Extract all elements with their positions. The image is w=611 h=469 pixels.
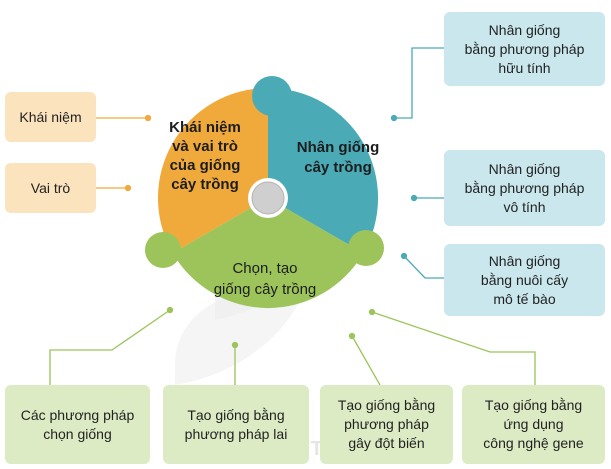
- segment-label-orange: Khái niệm và vai trò của giống cây trồng: [169, 119, 241, 193]
- box-nhan-giong-vo-tinh: Nhân giống bằng phương pháp vô tính: [444, 150, 605, 226]
- watermark-leaf-shape: [175, 292, 300, 385]
- puzzle-tab-green: [348, 230, 384, 266]
- segment-green: [172, 198, 364, 309]
- box-tao-giong-lai: Tạo giống bằng phương pháp lai: [163, 385, 309, 464]
- box-tao-giong-cong-nghe-gene: Tạo giống bằng ứng dụng công nghệ gene: [462, 385, 605, 464]
- connectors-orange: [96, 114, 152, 192]
- puzzle-tab-teal: [252, 76, 292, 116]
- connectors-teal: [390, 47, 444, 279]
- segment-label-teal: Nhân giống cây trồng: [296, 139, 380, 176]
- segment-orange: [157, 87, 268, 253]
- segment-teal: [268, 87, 379, 253]
- center-hub: [251, 181, 285, 215]
- segment-label-green: Chọn, tạo giống cây trồng: [213, 260, 317, 298]
- connectors-green: [49, 306, 536, 386]
- box-khai-niem: Khái niệm: [5, 92, 96, 142]
- puzzle-tab-green-left: [145, 232, 181, 268]
- box-vai-tro: Vai trò: [5, 163, 96, 213]
- box-tao-giong-dot-bien: Tạo giống bằng phương pháp gây đột biến: [320, 385, 453, 464]
- box-nhan-giong-nuoi-cay: Nhân giống bằng nuôi cấy mô tế bào: [444, 244, 605, 316]
- box-chon-giong: Các phương pháp chọn giống: [5, 385, 150, 464]
- box-nhan-giong-huu-tinh: Nhân giống bằng phương pháp hữu tính: [444, 12, 605, 86]
